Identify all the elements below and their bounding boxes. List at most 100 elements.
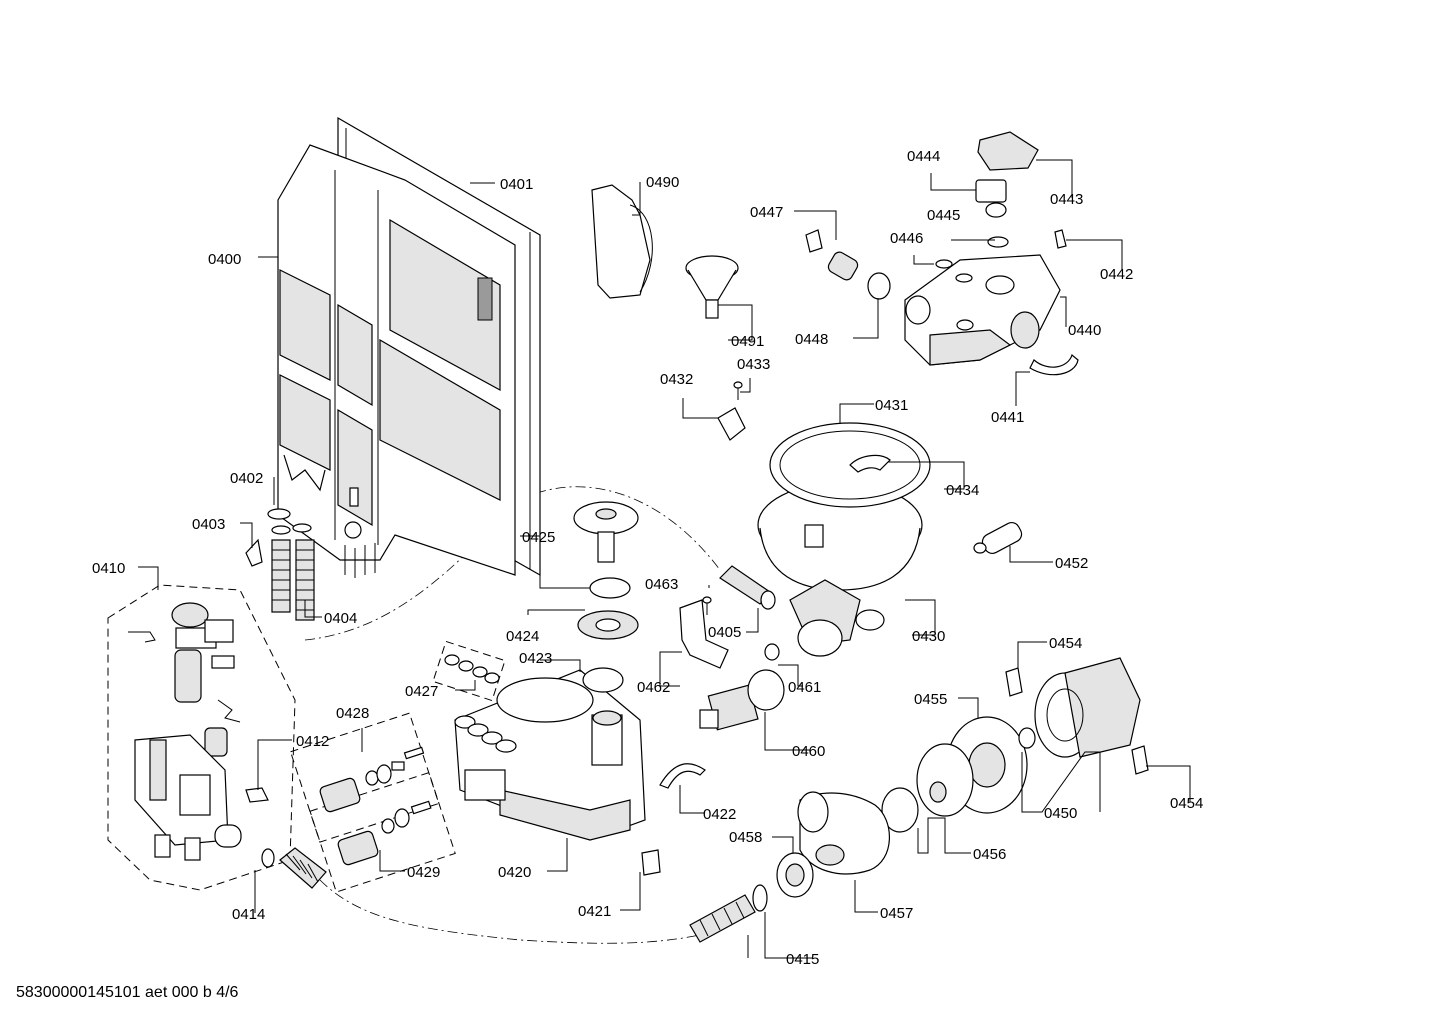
- impeller-0456: [881, 781, 947, 833]
- document-code: 58300000145101 aet 000 b 4/6: [16, 984, 239, 1001]
- o-ring-0448: [867, 272, 891, 300]
- valve-group-outline-0428: [289, 712, 440, 843]
- label-0443: 0443: [1050, 191, 1083, 208]
- label-0491: 0491: [731, 333, 764, 350]
- seal-0456: [916, 743, 974, 817]
- hose-0405: [719, 565, 776, 610]
- valve-0429: [337, 800, 432, 866]
- label-0461: 0461: [788, 679, 821, 696]
- label-0402: 0402: [230, 470, 263, 487]
- fill-valve-assembly-0410: [128, 602, 269, 861]
- label-0433: 0433: [737, 356, 770, 373]
- nut-0450: [1018, 727, 1036, 749]
- label-0444: 0444: [907, 148, 940, 165]
- label-0440: 0440: [1068, 322, 1101, 339]
- label-0454-top: 0454: [1049, 635, 1082, 652]
- label-0420: 0420: [498, 864, 531, 881]
- label-0412: 0412: [296, 733, 329, 750]
- seal-0425-ring: [589, 577, 631, 599]
- label-0431: 0431: [875, 397, 908, 414]
- cap-0461: [764, 643, 780, 661]
- label-0428: 0428: [336, 705, 369, 722]
- bracket-0432: [717, 407, 746, 441]
- label-0456: 0456: [973, 846, 1006, 863]
- seal-0423: [582, 667, 624, 693]
- label-0425: 0425: [522, 529, 555, 546]
- sensor-0452: [973, 522, 1023, 554]
- label-0460: 0460: [792, 743, 825, 760]
- label-0430: 0430: [912, 628, 945, 645]
- cover-0443: [977, 131, 1039, 171]
- label-0424: 0424: [506, 628, 539, 645]
- clip-0422: [659, 763, 706, 789]
- bracket-0462: [679, 599, 729, 669]
- drain-pump-0457: [797, 791, 890, 875]
- knob-0425: [573, 501, 639, 563]
- screw-0463: [702, 596, 712, 615]
- clip-0442: [1054, 229, 1067, 249]
- pump-motor-0460: [699, 669, 785, 731]
- water-softener-0420: [454, 669, 646, 841]
- clip-0454-bottom: [1131, 745, 1149, 775]
- label-0446: 0446: [890, 230, 923, 247]
- label-0445: 0445: [927, 207, 960, 224]
- label-0427: 0427: [405, 683, 438, 700]
- o-ring-0415: [752, 884, 768, 912]
- label-0447: 0447: [750, 204, 783, 221]
- label-0454-bottom: 0454: [1170, 795, 1203, 812]
- valve-0428: [319, 746, 425, 813]
- clip-0454-top: [1005, 667, 1023, 697]
- ring-0414: [261, 848, 275, 868]
- label-0422: 0422: [703, 806, 736, 823]
- label-0450: 0450: [1044, 805, 1077, 822]
- o-ring-0445: [987, 236, 1009, 248]
- pressure-switch-0444: [975, 179, 1007, 218]
- label-0423: 0423: [519, 650, 552, 667]
- frame-0400: [277, 144, 516, 578]
- label-0448: 0448: [795, 331, 828, 348]
- clip-0403: [245, 538, 263, 567]
- seal-0458: [776, 852, 814, 898]
- seal-set-0427: [444, 654, 500, 684]
- hose-0414: [279, 847, 327, 889]
- label-0405: 0405: [708, 624, 741, 641]
- leader-lines: [138, 159, 1191, 959]
- salt-funnel-0490: [591, 184, 653, 299]
- label-0490: 0490: [646, 174, 679, 191]
- label-0421: 0421: [578, 903, 611, 920]
- sensor-0447: [805, 229, 859, 281]
- bracket-0421: [641, 849, 661, 876]
- ring-0402: [267, 508, 291, 520]
- hose-clamp-0441: [1029, 353, 1079, 376]
- drain-route-line: [319, 879, 701, 944]
- drain-hose-0415: [689, 894, 756, 943]
- label-0442: 0442: [1100, 266, 1133, 283]
- circulation-motor-0450: [1034, 657, 1141, 758]
- label-0457: 0457: [880, 905, 913, 922]
- sump-0430: [757, 482, 923, 657]
- label-0462: 0462: [637, 679, 670, 696]
- label-0400: 0400: [208, 251, 241, 268]
- label-0403: 0403: [192, 516, 225, 533]
- spring-clip-0434: [849, 454, 891, 473]
- label-0463: 0463: [645, 576, 678, 593]
- funnel-0491: [685, 255, 739, 319]
- screw-0433: [733, 381, 743, 400]
- part-labels: 0401 0400 0402 0403 0404 0410 0412 0414 …: [92, 148, 1203, 968]
- label-0458: 0458: [729, 829, 762, 846]
- label-0441: 0441: [991, 409, 1024, 426]
- label-0432: 0432: [660, 371, 693, 388]
- label-0401: 0401: [500, 176, 533, 193]
- label-0452: 0452: [1055, 555, 1088, 572]
- label-0414: 0414: [232, 906, 265, 923]
- valve-group-outline-0429: [309, 771, 456, 893]
- label-0429: 0429: [407, 864, 440, 881]
- valve-block-0440: [904, 254, 1061, 366]
- nut-0424: [577, 610, 639, 640]
- label-0455: 0455: [914, 691, 947, 708]
- o-ring-0446a: [935, 259, 953, 269]
- o-ring-0446b: [955, 273, 973, 283]
- label-0404: 0404: [324, 610, 357, 627]
- hose-springs-0404: [271, 523, 315, 621]
